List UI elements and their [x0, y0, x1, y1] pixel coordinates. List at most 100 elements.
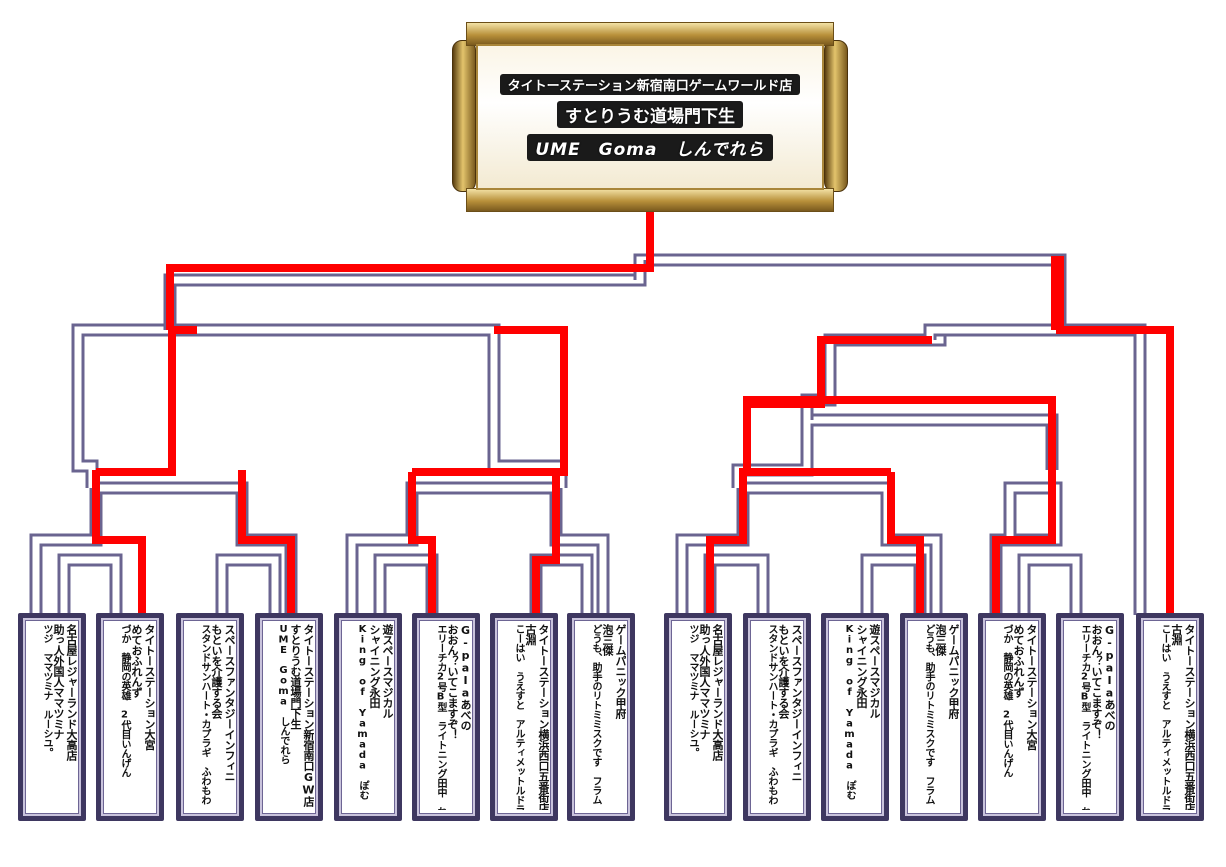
entry-card[interactable]: タイトーステーション横浜西口五番街店 古淵 こーはい うえすと アルティメットル… [1136, 613, 1204, 821]
winner-path [408, 472, 436, 615]
entry-card[interactable]: ゲームパニック甲府 泡三傑 どうも、助手のリトミミスクです フラム 磯撫 [567, 613, 635, 821]
bracket-connector-inner [348, 484, 607, 615]
bracket-connector [71, 323, 568, 488]
bracket-connector-inner [678, 484, 940, 615]
bracket-connector-inner [218, 556, 279, 615]
entry-shop: タイトーステーション大宮 [143, 624, 155, 750]
champion-members: UME Goma しんでれら [527, 133, 773, 161]
entry-team: シャイニング永田 [368, 624, 381, 708]
entry-shop: G-paIaあべの [1103, 624, 1115, 731]
entry-team: もといを介護する会 [210, 624, 223, 719]
bracket-connector [57, 553, 123, 615]
entry-shop: 遊スペースマジカル [868, 624, 880, 719]
bracket-connector [703, 553, 770, 615]
bracket-connector [345, 481, 610, 615]
entry-card[interactable]: G-paIaあべの おおん？いてこますぞ！ エリーチカ2号B型 ライトニング田中… [412, 613, 480, 821]
entry-team: 助っ人外国人ママツミナ [698, 624, 711, 740]
entry-shop: 名古屋レジャーランド大高店 [711, 624, 723, 761]
winner-path [92, 470, 146, 615]
champion-banner: タイトーステーション新宿南口ゲームワールド店 すとりうむ道場門下生 UME Go… [452, 22, 848, 212]
entry-members: スタンドサンハート・カプラギ ふわもわ ハム彦 [766, 624, 777, 810]
scroll-rod-top [466, 22, 834, 46]
bracket-connector [373, 553, 439, 615]
entry-card[interactable]: スペースファンタジーインフィニ もといを介護する会 スタンドサンハート・カプラギ… [176, 613, 244, 821]
winner-path [96, 326, 197, 476]
entry-team: めておふれんず [1012, 624, 1025, 698]
scroll-ornament-right [824, 40, 848, 192]
entry-card[interactable]: タイトーステーション大宮 めておふれんず づか 静岡の英雄 2代目いんげん [96, 613, 164, 821]
entry-card[interactable]: タイトーステーション新宿南口GW店 すとりうむ道場門下生 UME Goma しん… [255, 613, 323, 821]
winner-path [1051, 256, 1174, 615]
entry-team: おおん？いてこますぞ！ [446, 624, 459, 740]
bracket-connector [529, 553, 594, 615]
entry-shop: スペースファンタジーインフィニ [790, 624, 802, 782]
bracket-connector [675, 481, 943, 615]
entry-card[interactable]: タイトーステーション大宮 めておふれんず づか 静岡の英雄 2代目いんげん [978, 613, 1046, 821]
entry-members: づか 静岡の英雄 2代目いんげん [1001, 624, 1012, 777]
entry-team: 泡三傑 [934, 624, 947, 656]
entry-members: King of Yamada ぽむ Ⅸるりあ [844, 624, 855, 810]
entry-members: こーはい うえすと アルティメットルドラちゃん [513, 624, 524, 810]
bracket-connector-inner [74, 326, 565, 488]
winner-path [743, 336, 932, 408]
entry-members: エリーチカ2号B型 ライトニング田中 ねおハイウインド [435, 624, 446, 810]
entry-card[interactable]: G-paIaあべの おおん？いてこますぞ！ エリーチカ2号B型 ライトニング田中… [1056, 613, 1124, 821]
winner-path [532, 472, 560, 615]
bracket-connector-inner [532, 556, 591, 615]
entry-members: どうも、助手のリトミミスクです フラム 磯撫 [590, 624, 601, 810]
bracket-connector [860, 553, 927, 615]
entry-card[interactable]: 名古屋レジャーランド大高店 助っ人外国人ママツミナ ツジ ママツミナ ルーシユ。 [18, 613, 86, 821]
bracket-connector-inner [376, 556, 436, 615]
entry-shop: 遊スペースマジカル [381, 624, 393, 719]
bracket-connector-inner [32, 484, 295, 615]
bracket-connector-inner [1020, 556, 1080, 615]
entry-shop: 名古屋レジャーランド大高店 [65, 624, 77, 761]
winner-path [706, 468, 891, 615]
entry-card[interactable]: スペースファンタジーインフィニ もといを介護する会 スタンドサンハート・カプラギ… [743, 613, 811, 821]
entry-team: すとりうむ道場門下生 [289, 624, 302, 729]
bracket-connector [215, 553, 282, 615]
winner-path [887, 472, 924, 615]
entry-card[interactable]: タイトーステーション横浜西口五番街店 古淵 こーはい うえすと アルティメットル… [490, 613, 558, 821]
entry-members: づか 静岡の英雄 2代目いんげん [119, 624, 130, 777]
bracket-connector [1017, 553, 1083, 615]
entry-team: おおん？いてこますぞ！ [1090, 624, 1103, 740]
entry-shop: タイトーステーション横浜西口五番街店 [1183, 624, 1195, 810]
entry-team: めておふれんず [130, 624, 143, 698]
entry-team: 助っ人外国人ママツミナ [52, 624, 65, 740]
bracket-connector-inner [863, 556, 924, 615]
entry-team: 古淵 [1170, 624, 1183, 645]
entry-team: 古淵 [524, 624, 537, 645]
entry-shop: タイトーステーション新宿南口GW店 [302, 624, 314, 807]
entry-shop: スペースファンタジーインフィニ [223, 624, 235, 782]
entry-members: エリーチカ2号B型 ライトニング田中 ねおハイウインド [1079, 624, 1090, 810]
entry-card[interactable]: 名古屋レジャーランド大高店 助っ人外国人ママツミナ ツジ ママツミナ ルーシユ。 [664, 613, 732, 821]
scroll-rod-bottom [466, 188, 834, 212]
entry-members: ツジ ママツミナ ルーシユ。 [687, 624, 698, 757]
bracket-connector-inner [60, 556, 120, 615]
entry-members: スタンドサンハート・カプラギ ふわもわ ハム彦 [199, 624, 210, 810]
entry-members: どうも、助手のリトミミスクです フラム 磯撫 [923, 624, 934, 810]
entry-card[interactable]: 遊スペースマジカル シャイニング永田 King of Yamada ぽむ Ⅸるり… [821, 613, 889, 821]
bracket-connector [29, 481, 298, 615]
entry-shop: ゲームパニック甲府 [947, 624, 959, 719]
entry-members: ツジ ママツミナ ルーシユ。 [41, 624, 52, 757]
entry-team: シャイニング永田 [855, 624, 868, 708]
entry-shop: ゲームパニック甲府 [614, 624, 626, 719]
entry-shop: タイトーステーション横浜西口五番街店 [537, 624, 549, 810]
champion-panel: タイトーステーション新宿南口ゲームワールド店 すとりうむ道場門下生 UME Go… [476, 44, 824, 190]
champion-team: すとりうむ道場門下生 [557, 100, 743, 128]
entry-members: こーはい うえすと アルティメットルドラちゃん [1159, 624, 1170, 810]
entry-members: UME Goma しんでれら [278, 624, 289, 764]
entry-card[interactable]: ゲームパニック甲府 泡三傑 どうも、助手のリトミミスクです フラム 磯撫 [900, 613, 968, 821]
winner-path [238, 470, 295, 615]
entry-team: 泡三傑 [601, 624, 614, 656]
entry-card[interactable]: 遊スペースマジカル シャイニング永田 King of Yamada ぽむ Ⅸるり… [334, 613, 402, 821]
winner-path [743, 396, 1056, 615]
winner-path [166, 200, 654, 330]
champion-shop: タイトーステーション新宿南口ゲームワールド店 [499, 73, 801, 95]
bracket-connector-inner [706, 556, 767, 615]
entry-team: もといを介護する会 [777, 624, 790, 719]
